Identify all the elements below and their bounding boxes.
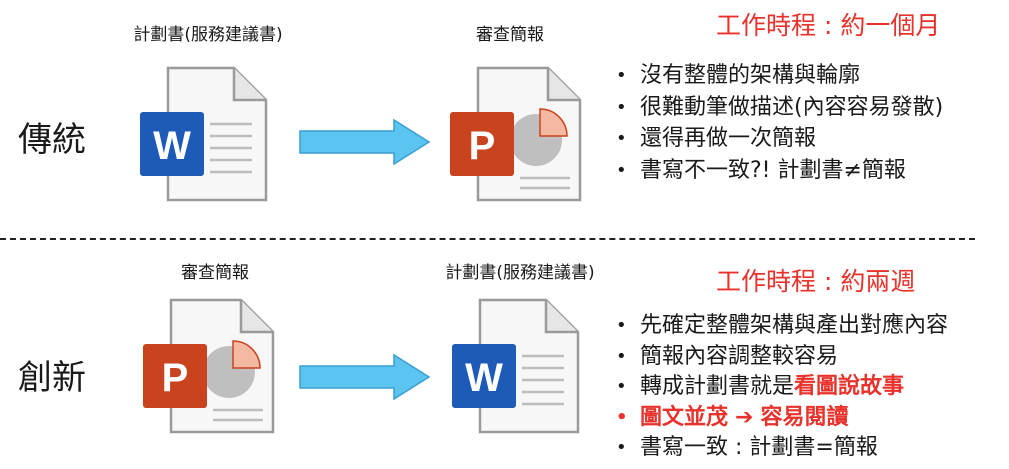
row-label-innovative: 創新 — [18, 358, 86, 398]
list-item: •轉成計劃書就是看圖說故事 — [616, 374, 905, 399]
traditional-timeline: 工作時程 : 約一個月 — [716, 11, 941, 40]
innovative-source-label: 審查簡報 — [181, 263, 249, 283]
list-item: •圖文並茂 ➔ 容易閱讀 — [616, 404, 849, 430]
list-item: •很難動筆做描述(內容容易發散) — [616, 94, 944, 120]
word-letter: W — [465, 356, 503, 400]
innovative-timeline: 工作時程 : 約兩週 — [716, 267, 916, 296]
list-item: •先確定整體架構與產出對應內容 — [616, 313, 949, 338]
list-item: •沒有整體的架構與輪廓 — [616, 63, 861, 88]
traditional-bullet-list: •沒有整體的架構與輪廓 •很難動筆做描述(內容容易發散) •還得再做一次簡報 •… — [612, 60, 943, 186]
arrow-right-icon: ➔ — [735, 404, 754, 430]
innovative-target-label: 計劃書(服務建議書) — [445, 263, 595, 283]
emphasis-text: 看圖說故事 — [794, 374, 905, 399]
powerpoint-document-icon: P — [450, 66, 582, 202]
list-item: •簡報內容調整較容易 — [616, 343, 839, 369]
innovative-bullet-list: •先確定整體架構與產出對應內容 •簡報內容調整較容易 •轉成計劃書就是看圖說故事… — [612, 311, 948, 464]
word-document-icon: W — [452, 298, 580, 434]
traditional-source-label: 計劃書(服務建議書) — [133, 25, 283, 45]
word-document-icon: W — [140, 66, 268, 202]
list-item: •書寫不一致?! 計劃書≠簡報 — [616, 157, 906, 183]
right-arrow-icon — [299, 118, 431, 166]
right-arrow-icon — [299, 353, 431, 401]
list-item: •還得再做一次簡報 — [616, 126, 817, 151]
ppt-letter: P — [162, 356, 189, 400]
traditional-target-label: 審查簡報 — [476, 25, 544, 45]
list-item: •書寫一致 : 計劃書=簡報 — [616, 435, 878, 460]
powerpoint-document-icon: P — [143, 298, 275, 434]
ppt-letter: P — [469, 124, 496, 168]
section-divider — [0, 238, 975, 240]
row-label-traditional: 傳統 — [18, 120, 86, 160]
word-letter: W — [153, 124, 191, 168]
